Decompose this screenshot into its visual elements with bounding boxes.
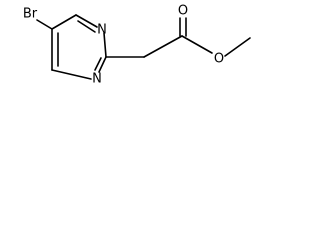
atom-label-o-ester: O (214, 52, 224, 67)
bond-c2-n1-inner (94, 57, 102, 71)
atom-label-o-carbonyl: O (178, 4, 188, 19)
atom-label-br: Br (23, 7, 38, 22)
bond-c4-n3 (75, 14, 98, 28)
bond-carbonyl-oester (181, 35, 213, 54)
bond-c5-br (36, 19, 53, 30)
bond-c2-n1 (98, 56, 107, 73)
chemical-structure-diagram: Br N N O O (23, 4, 251, 87)
bond-oester-methyl (224, 37, 251, 57)
bond-n3-c2 (103, 32, 107, 58)
pyrimidine-ring (51, 14, 107, 80)
atom-label-n3: N (97, 23, 107, 38)
atom-label-n1: N (92, 72, 102, 87)
bond-c4-n3-inner (77, 20, 96, 33)
bond-n1-c6 (51, 69, 92, 80)
bond-c5-c4 (51, 14, 77, 30)
bond-ch2-carbonyl (143, 35, 183, 58)
